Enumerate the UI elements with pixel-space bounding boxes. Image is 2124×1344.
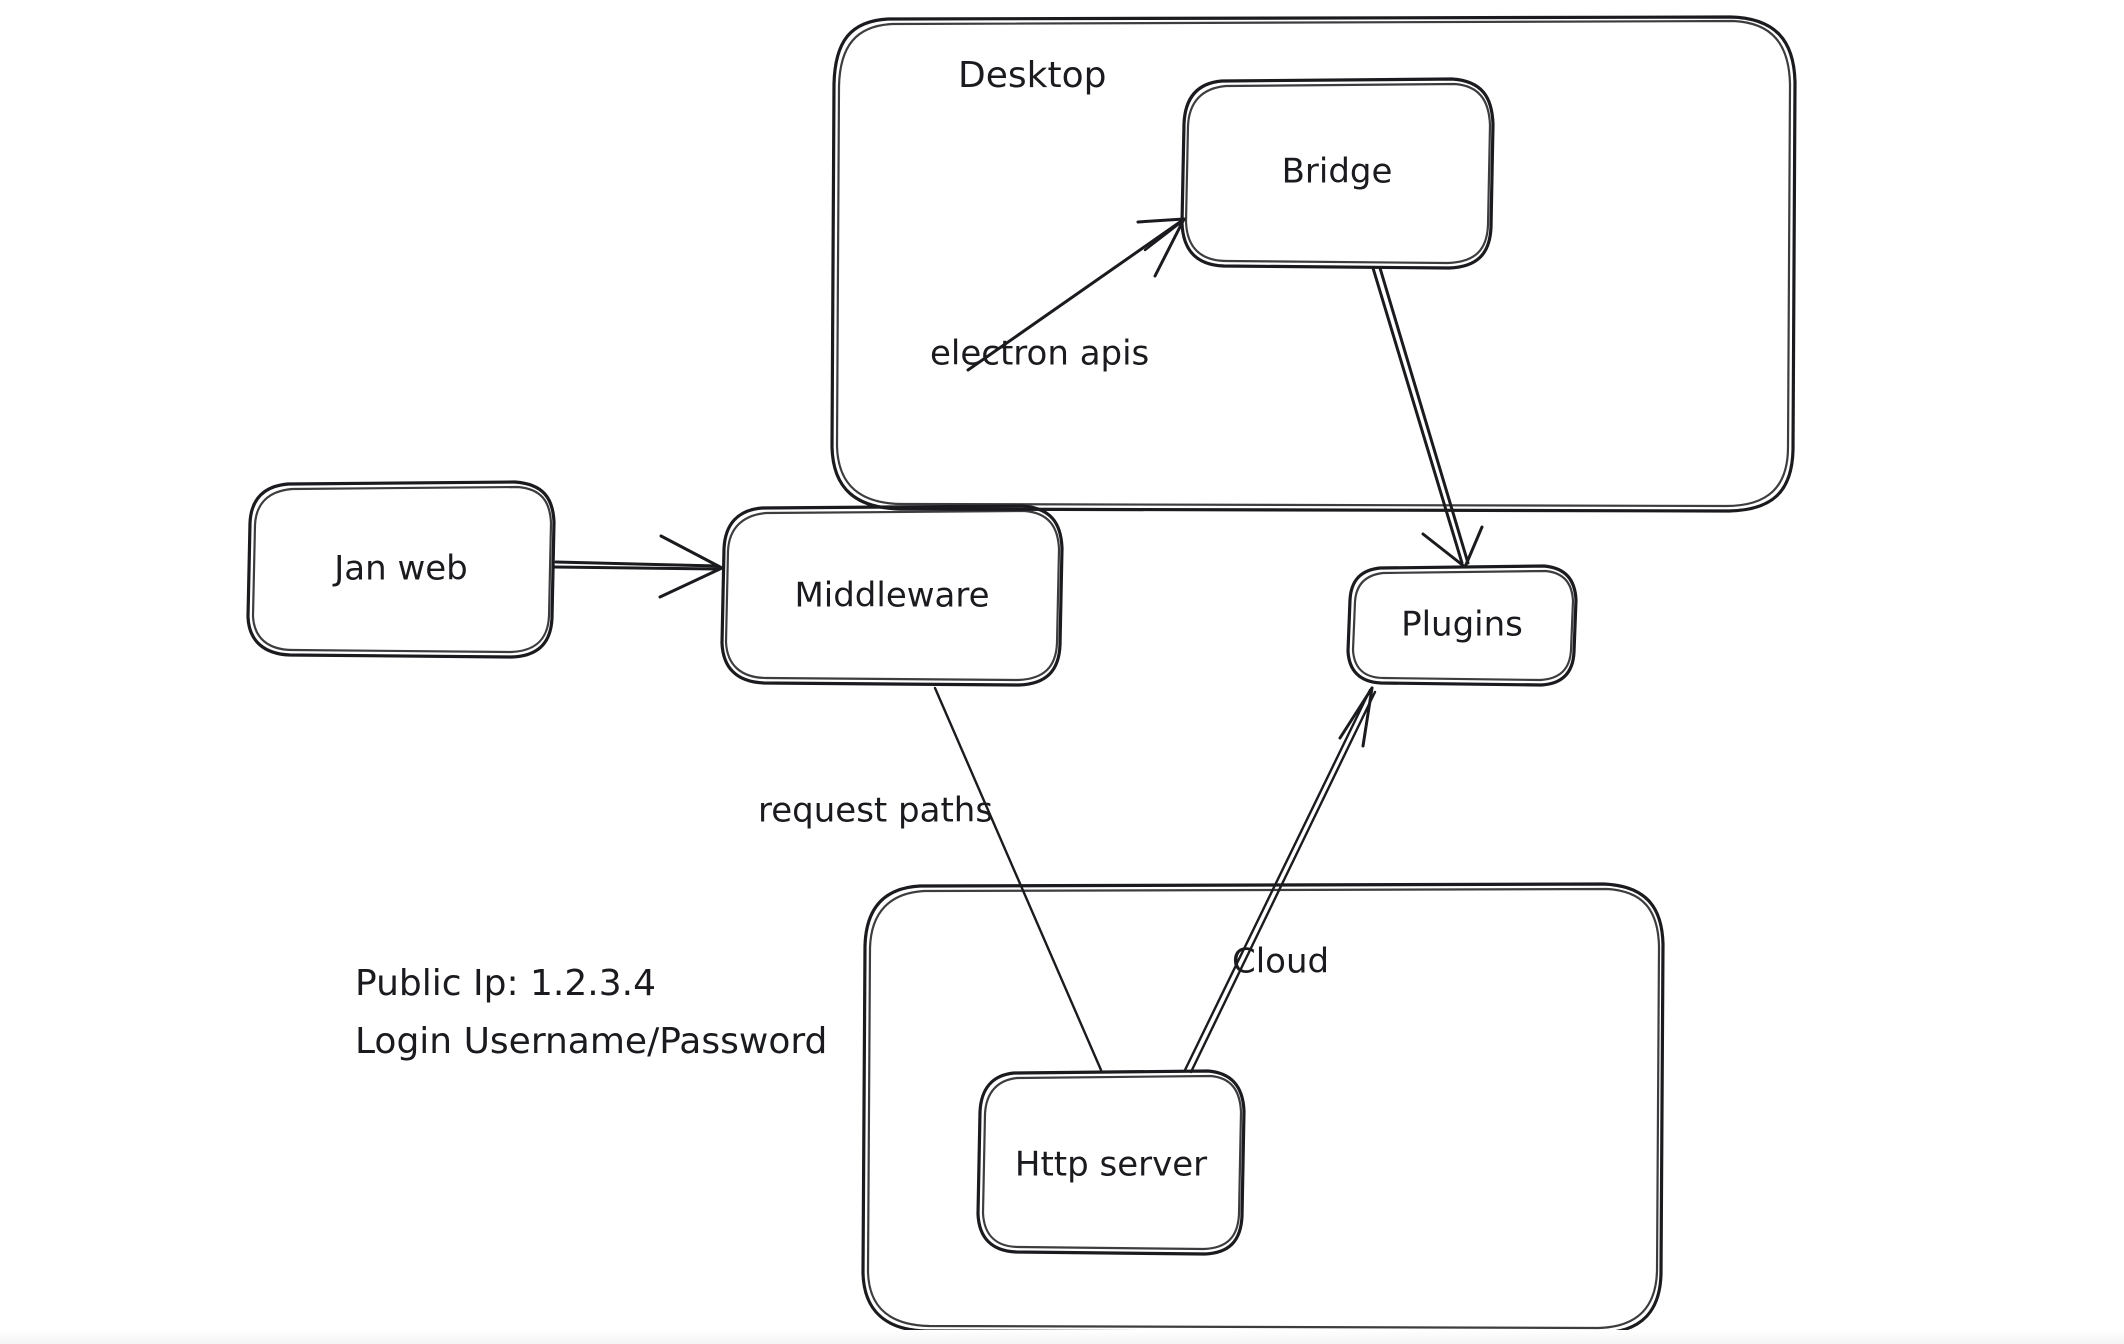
node-middleware[interactable]: Middleware [720,504,1064,687]
container-desktop[interactable]: Desktop [830,15,1797,513]
edge-middleware-to-http-server[interactable]: request paths [758,686,1103,1072]
bottom-edge-band [0,1330,2124,1344]
node-label-http-server: Http server [1015,1145,1207,1185]
container-label-desktop: Desktop [958,55,1106,96]
edge-jan-web-to-middleware[interactable] [552,534,724,599]
edge-label-request-paths: request paths [758,791,993,831]
edge-bridge-to-plugins[interactable] [1371,266,1484,569]
note-login-credentials: Login Username/Password [355,1021,827,1062]
edge-http-server-to-plugins[interactable]: Cloud [1183,686,1377,1074]
node-label-plugins: Plugins [1401,605,1523,645]
edge-middleware-to-bridge[interactable]: electron apis [930,217,1186,374]
edge-label-cloud: Cloud [1232,942,1329,982]
node-jan-web[interactable]: Jan web [246,480,556,659]
node-label-middleware: Middleware [794,576,989,616]
node-http-server[interactable]: Http server [976,1069,1246,1256]
node-label-bridge: Bridge [1282,152,1393,192]
edge-label-electron-apis: electron apis [930,334,1149,374]
node-bridge[interactable]: Bridge [1180,77,1495,270]
node-plugins[interactable]: Plugins [1346,564,1578,687]
node-label-jan-web: Jan web [332,549,468,589]
notes-block: Public Ip: 1.2.3.4 Login Username/Passwo… [355,963,827,1062]
note-public-ip: Public Ip: 1.2.3.4 [355,963,656,1004]
